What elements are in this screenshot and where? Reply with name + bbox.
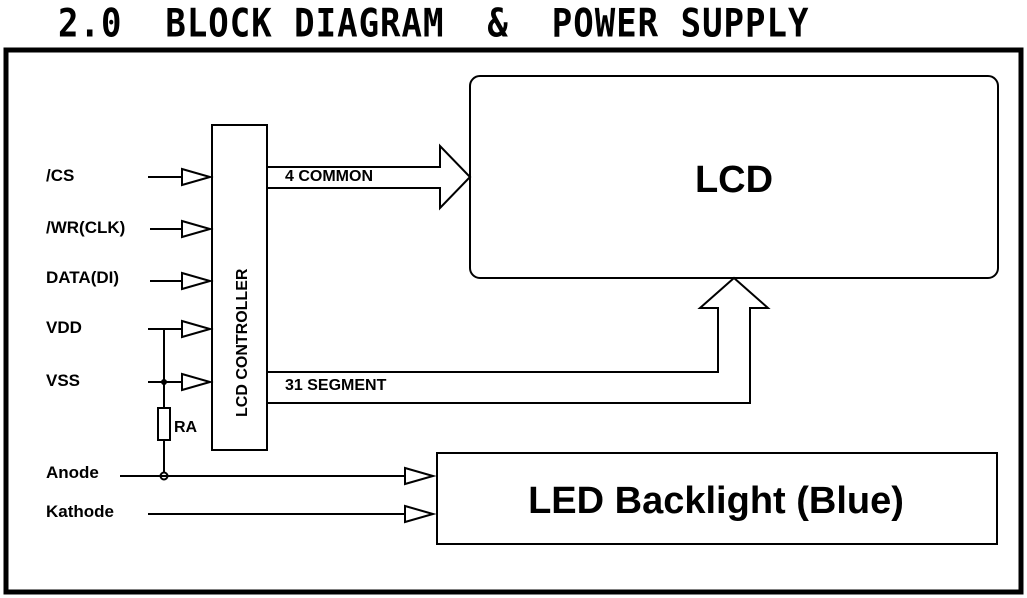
- led-backlight-block: [436, 452, 998, 545]
- signal-wr-label: /WR(CLK): [46, 218, 125, 237]
- page-title: 2.0 BLOCK DIAGRAM & POWER SUPPLY: [58, 1, 810, 48]
- signal-kathode-label: Kathode: [46, 502, 114, 521]
- data-arrow-icon: [181, 271, 214, 291]
- signal-anode-label: Anode: [46, 463, 99, 482]
- led-backlight-label: LED Backlight (Blue): [528, 480, 904, 522]
- kathode-arrow-icon: [404, 504, 437, 524]
- resistor-label: RA: [174, 419, 198, 436]
- common-bus-label: 4 COMMON: [285, 168, 373, 185]
- lcd-controller-block: [211, 124, 268, 451]
- resistor-ra: [157, 407, 171, 441]
- anode-arrow-icon: [404, 466, 437, 486]
- signal-vdd-label: VDD: [46, 318, 82, 337]
- common-bus-arrow-icon: [266, 143, 472, 211]
- cs-arrow-icon: [181, 167, 214, 187]
- lcd-controller-label: LCD CONTROLLER: [234, 268, 251, 417]
- signal-vss-label: VSS: [46, 371, 80, 390]
- lcd-label: LCD: [695, 159, 773, 201]
- signal-cs-label: /CS: [46, 166, 74, 185]
- segment-bus-label: 31 SEGMENT: [285, 377, 387, 394]
- segment-bus-arrow-icon: [266, 276, 771, 404]
- signal-data-label: DATA(DI): [46, 268, 119, 287]
- wr-arrow-icon: [181, 219, 214, 239]
- vss-arrow-icon: [181, 372, 214, 392]
- vdd-arrow-icon: [181, 319, 214, 339]
- diagram-frame: [3, 47, 1024, 595]
- vss-junction-dot: [161, 379, 167, 385]
